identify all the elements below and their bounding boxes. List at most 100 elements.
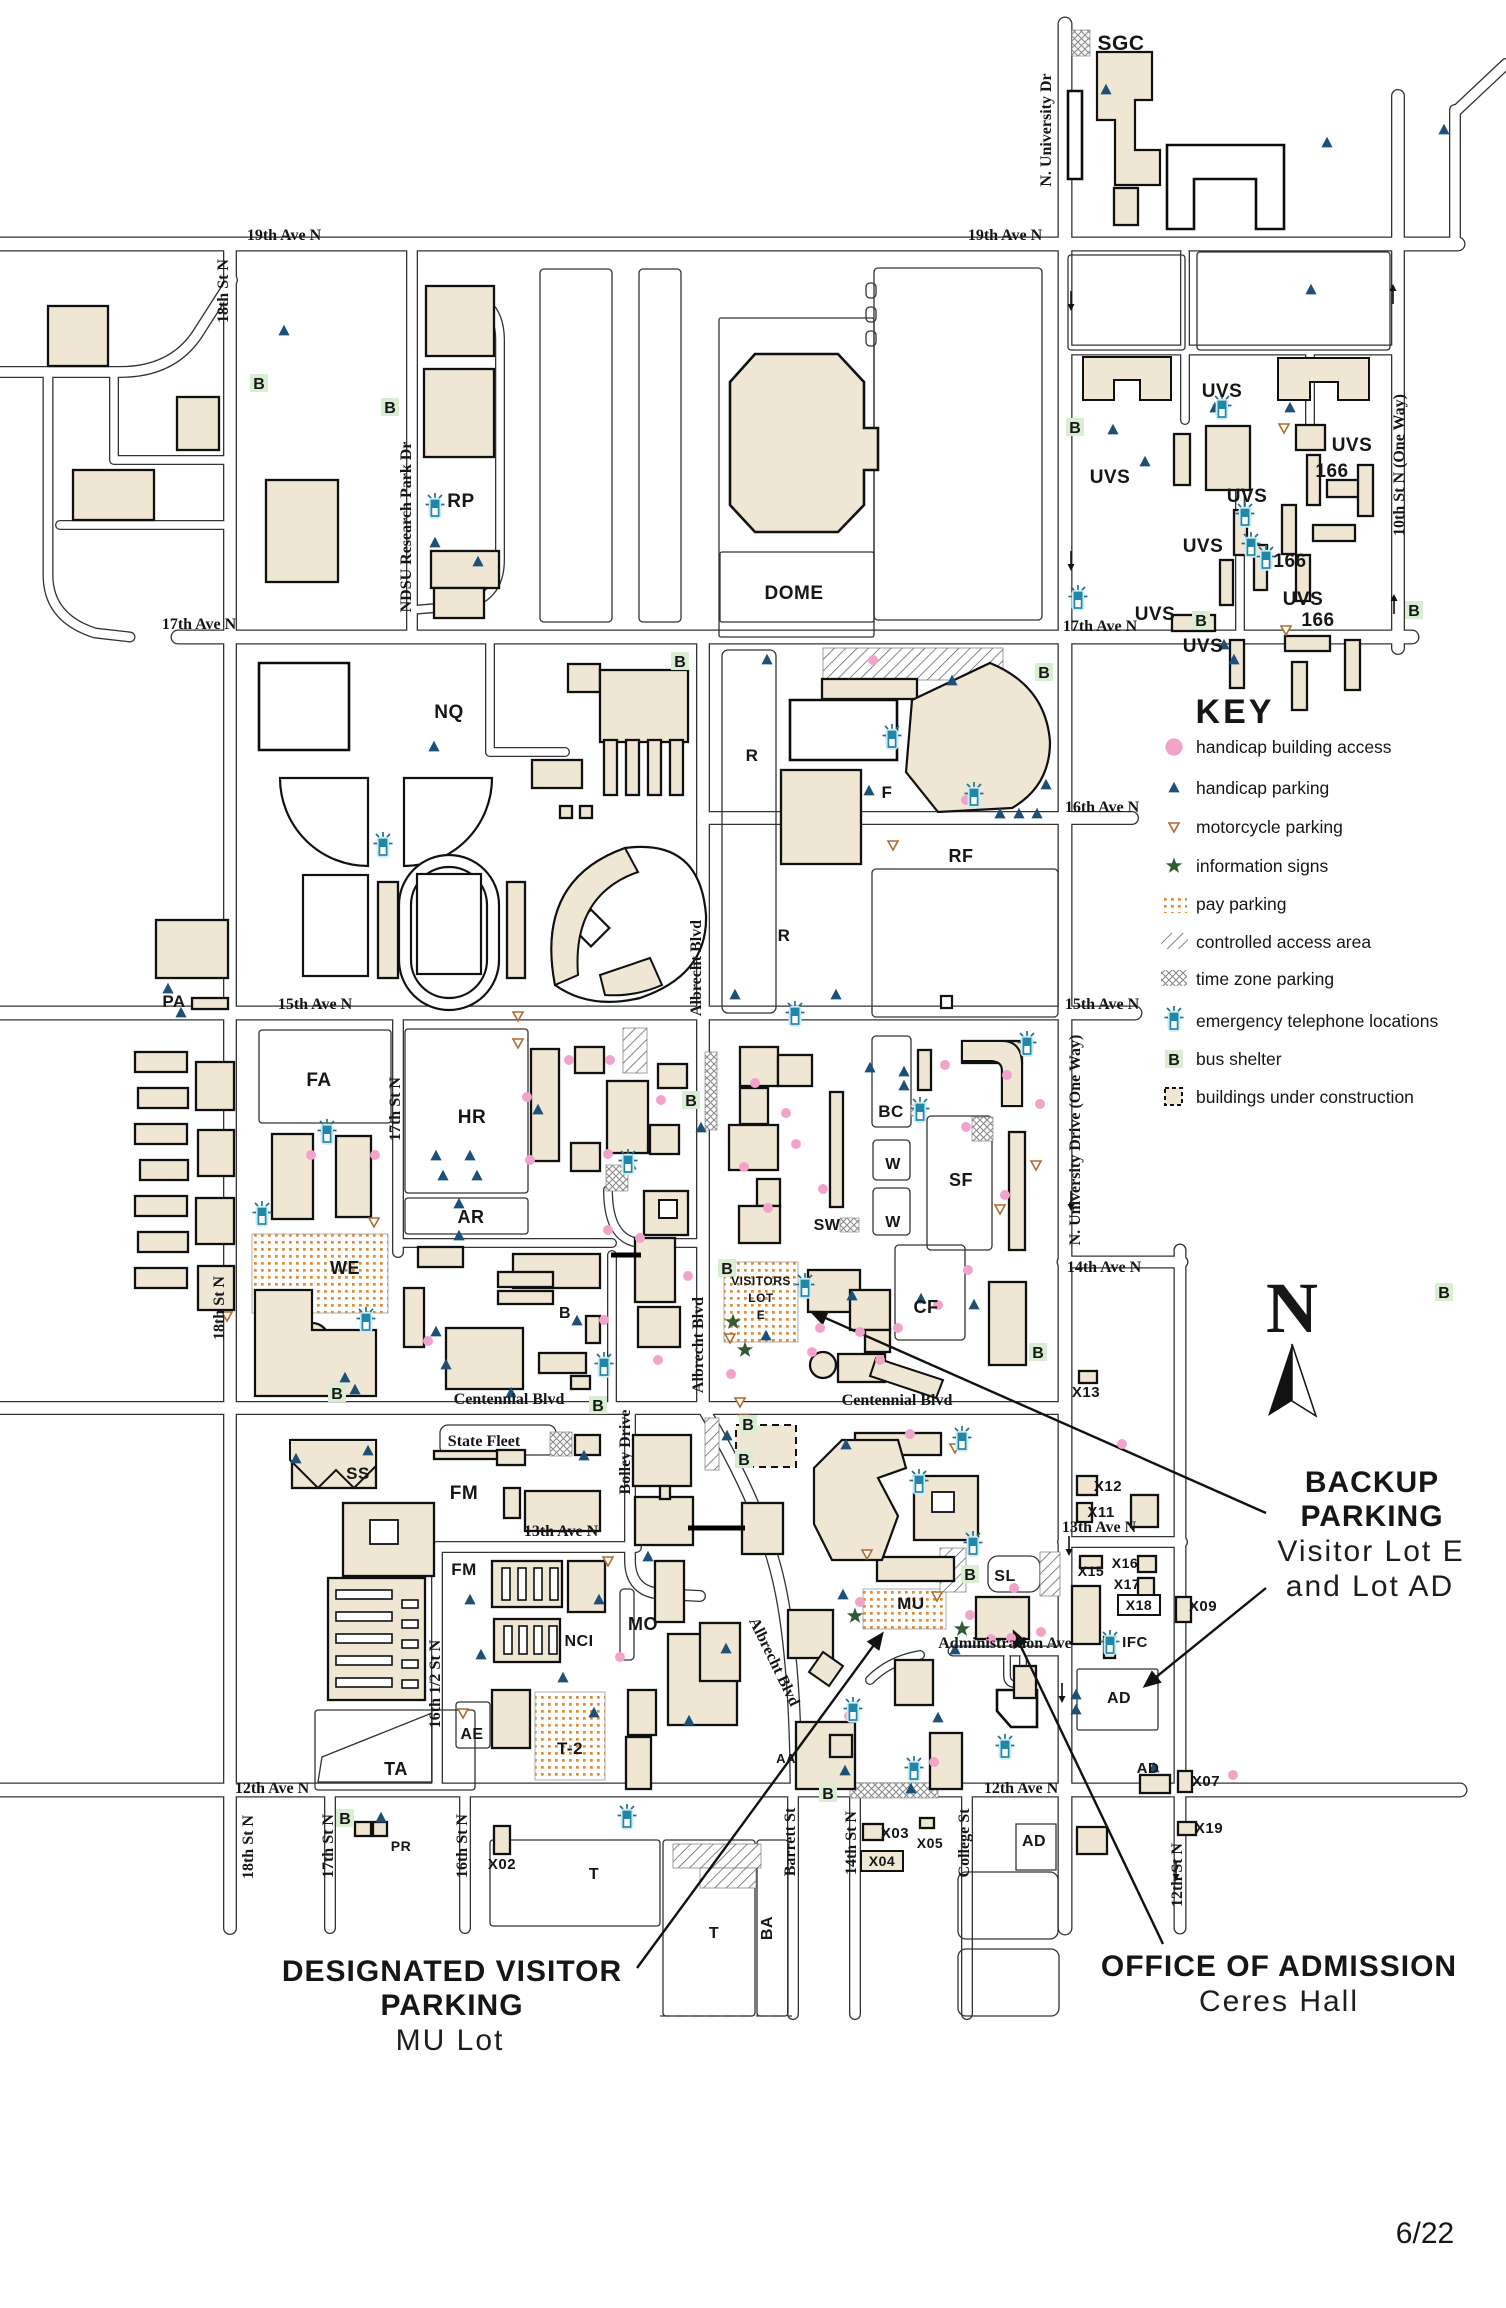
svg-text:OFFICE OF ADMISSION: OFFICE OF ADMISSION	[1101, 1950, 1457, 1983]
svg-text:X15: X15	[1078, 1563, 1104, 1579]
svg-text:19th Ave N: 19th Ave N	[968, 227, 1043, 244]
svg-text:18th St N: 18th St N	[240, 1815, 257, 1879]
svg-text:Centennial Blvd: Centennial Blvd	[454, 1391, 565, 1408]
svg-text:X13: X13	[1072, 1384, 1100, 1401]
svg-text:buildings under construction: buildings under construction	[1196, 1087, 1414, 1107]
svg-text:DOME: DOME	[765, 583, 824, 604]
svg-text:HR: HR	[458, 1107, 486, 1128]
svg-text:LOT: LOT	[748, 1291, 774, 1305]
svg-text:TA: TA	[384, 1759, 408, 1779]
svg-text:MU Lot: MU Lot	[396, 2024, 505, 2057]
svg-text:R: R	[746, 746, 759, 765]
svg-text:X09: X09	[1189, 1598, 1217, 1615]
svg-text:16th 1/2 St N: 16th 1/2 St N	[427, 1639, 444, 1728]
svg-text:MU: MU	[897, 1594, 924, 1613]
svg-text:12th St N: 12th St N	[1169, 1843, 1186, 1907]
svg-text:SL: SL	[994, 1568, 1015, 1585]
svg-text:16th Ave N: 16th Ave N	[1065, 799, 1140, 816]
svg-text:17th St N: 17th St N	[320, 1814, 337, 1878]
svg-text:FM: FM	[451, 1560, 477, 1579]
svg-text:FA: FA	[306, 1070, 331, 1091]
svg-text:PA: PA	[162, 992, 185, 1011]
svg-text:UVS: UVS	[1183, 536, 1224, 557]
svg-text:emergency telephone locations: emergency telephone locations	[1196, 1011, 1438, 1031]
svg-text:UVS: UVS	[1227, 486, 1268, 507]
svg-text:UVS: UVS	[1090, 467, 1131, 488]
svg-text:17th Ave N: 17th Ave N	[1063, 618, 1138, 635]
svg-text:X11: X11	[1087, 1504, 1114, 1521]
svg-text:R: R	[778, 926, 791, 945]
svg-text:14th Ave N: 14th Ave N	[1067, 1259, 1142, 1276]
svg-text:AE: AE	[460, 1726, 483, 1743]
svg-text:FM: FM	[450, 1483, 478, 1504]
svg-text:MO: MO	[628, 1614, 658, 1634]
svg-text:W: W	[885, 1156, 901, 1173]
svg-text:SS: SS	[346, 1464, 370, 1483]
svg-text:166: 166	[1301, 610, 1334, 631]
svg-text:State Fleet: State Fleet	[448, 1433, 521, 1450]
svg-text:IFC: IFC	[1122, 1634, 1148, 1651]
svg-text:X03: X03	[881, 1825, 909, 1842]
svg-text:B: B	[559, 1305, 571, 1322]
svg-text:13th Ave N: 13th Ave N	[1062, 1519, 1137, 1536]
svg-text:KEY: KEY	[1196, 693, 1275, 731]
svg-text:CF: CF	[914, 1297, 939, 1317]
svg-text:WE: WE	[330, 1258, 360, 1278]
svg-text:handicap building access: handicap building access	[1196, 737, 1392, 757]
svg-text:N. University Drive (One Way): N. University Drive (One Way)	[1067, 1035, 1084, 1246]
svg-text:17th Ave N: 17th Ave N	[162, 616, 237, 633]
svg-text:UVS: UVS	[1332, 435, 1373, 456]
svg-text:UVS: UVS	[1135, 604, 1176, 625]
svg-text:UVS: UVS	[1202, 381, 1243, 402]
svg-text:Administration Ave: Administration Ave	[938, 1635, 1071, 1652]
svg-text:Albrecht Blvd: Albrecht Blvd	[690, 1297, 707, 1393]
svg-text:E: E	[757, 1308, 766, 1322]
svg-text:NCI: NCI	[564, 1633, 593, 1650]
svg-text:X18: X18	[1126, 1597, 1152, 1613]
svg-text:AD: AD	[1107, 1690, 1131, 1707]
svg-text:handicap parking: handicap parking	[1196, 778, 1329, 798]
svg-text:AD: AD	[1022, 1833, 1046, 1850]
svg-text:controlled access area: controlled access area	[1196, 932, 1371, 952]
svg-text:12th Ave N: 12th Ave N	[984, 1780, 1059, 1797]
svg-text:X16: X16	[1112, 1555, 1138, 1571]
svg-text:Bolley Drive: Bolley Drive	[617, 1410, 634, 1495]
svg-text:SGC: SGC	[1097, 32, 1144, 55]
svg-text:College St: College St	[956, 1808, 973, 1878]
svg-text:15th Ave N: 15th Ave N	[1065, 996, 1140, 1013]
svg-text:DESIGNATED VISITOR: DESIGNATED VISITOR	[282, 1955, 622, 1988]
svg-text:Visitor Lot E: Visitor Lot E	[1277, 1535, 1464, 1568]
svg-text:AR: AR	[458, 1207, 485, 1227]
svg-text:X07: X07	[1192, 1773, 1220, 1790]
svg-text:18th St N: 18th St N	[215, 259, 232, 323]
svg-text:T-2: T-2	[557, 1739, 583, 1758]
svg-text:12th Ave N: 12th Ave N	[235, 1780, 310, 1797]
svg-text:information signs: information signs	[1196, 856, 1329, 876]
svg-text:AD: AD	[1137, 1760, 1160, 1777]
svg-text:X02: X02	[488, 1856, 516, 1873]
svg-text:T: T	[589, 1866, 599, 1883]
svg-text:F: F	[882, 783, 893, 802]
svg-text:RP: RP	[447, 491, 474, 512]
svg-text:6/22: 6/22	[1396, 2217, 1454, 2250]
svg-text:PARKING: PARKING	[1300, 1500, 1443, 1533]
svg-text:PR: PR	[391, 1838, 411, 1854]
svg-text:X17: X17	[1114, 1576, 1140, 1592]
svg-text:166: 166	[1315, 461, 1348, 482]
svg-text:Barrett St: Barrett St	[782, 1807, 799, 1876]
svg-text:time zone parking: time zone parking	[1196, 969, 1334, 989]
svg-text:19th Ave N: 19th Ave N	[247, 227, 322, 244]
svg-text:VISITORS: VISITORS	[731, 1274, 791, 1288]
svg-text:10th St N (One Way): 10th St N (One Way)	[1391, 394, 1408, 536]
svg-text:17th St N: 17th St N	[387, 1077, 404, 1141]
svg-text:NQ: NQ	[434, 702, 464, 723]
svg-text:X05: X05	[917, 1835, 943, 1851]
svg-text:18th St N: 18th St N	[211, 1276, 228, 1340]
svg-text:pay parking: pay parking	[1196, 894, 1286, 914]
svg-text:bus shelter: bus shelter	[1196, 1049, 1282, 1069]
svg-text:BA: BA	[759, 1916, 776, 1940]
svg-text:motorcycle parking: motorcycle parking	[1196, 817, 1343, 837]
svg-text:T: T	[709, 1925, 719, 1942]
svg-text:NDSU Research Park Dr: NDSU Research Park Dr	[398, 442, 415, 613]
svg-text:W: W	[885, 1214, 901, 1231]
